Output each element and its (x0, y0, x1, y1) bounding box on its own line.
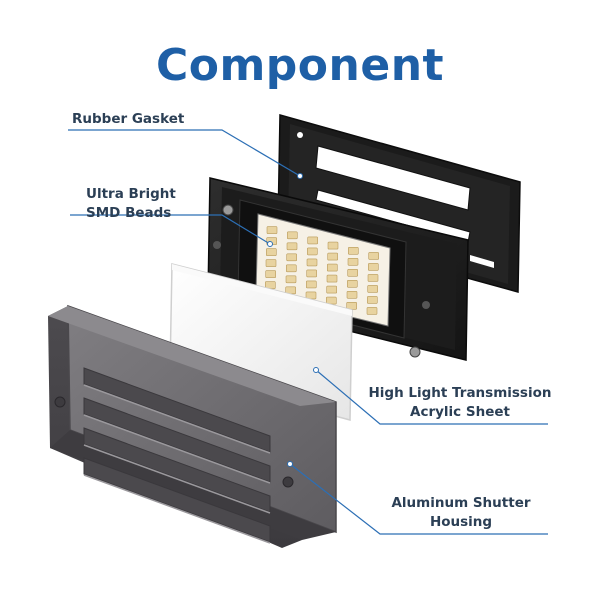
smd-bead (305, 291, 317, 300)
louver-highlight (83, 444, 271, 514)
housing-louver (83, 427, 271, 513)
label-acrylic-line2: Acrylic Sheet (410, 404, 510, 420)
leader-line-smd (70, 214, 271, 245)
smd-bead (265, 248, 277, 256)
smd-bead (367, 274, 379, 282)
label-rubber-gasket-text: Rubber Gasket (72, 111, 185, 127)
housing-louver (83, 457, 271, 543)
leader-line-gasket (68, 129, 301, 177)
smd-bead (367, 263, 379, 271)
smd-bead (326, 263, 338, 272)
smd-bead (265, 270, 277, 278)
leader-line-housing (289, 463, 548, 535)
housing-louver (83, 397, 271, 483)
label-housing-line1: Aluminum Shutter (391, 495, 531, 511)
smd-bead (285, 275, 297, 284)
page-title: Component (155, 40, 445, 91)
leader-line-acrylic (315, 369, 548, 425)
smd-bead (285, 264, 297, 273)
smd-bead (306, 247, 318, 256)
leader-lines (68, 129, 548, 535)
smd-bead (346, 301, 358, 310)
leader-dots (267, 173, 319, 467)
housing-louvers (83, 367, 271, 544)
label-housing-line2: Housing (429, 514, 493, 530)
louver-highlight (83, 384, 271, 454)
smd-bead (367, 285, 379, 293)
label-aluminum-housing: Aluminum Shutter Housing (376, 494, 546, 532)
smd-bead (286, 242, 298, 251)
aluminum-shutter-housing (48, 304, 337, 548)
smd-bead (266, 226, 278, 234)
label-smd-beads-line2: SMD Beads (86, 205, 172, 221)
smd-bead (347, 247, 359, 255)
smd-bead (326, 274, 338, 283)
louver-highlight (83, 414, 271, 484)
smd-bead (346, 290, 358, 299)
housing-louver (83, 367, 271, 453)
smd-bead (306, 258, 318, 267)
smd-bead (305, 280, 317, 289)
label-rubber-gasket: Rubber Gasket (72, 110, 184, 129)
smd-bead (366, 307, 378, 315)
smd-bead (368, 252, 380, 260)
smd-bead (307, 236, 319, 245)
smd-bead (347, 268, 359, 277)
smd-bead (327, 252, 339, 261)
smd-bead (286, 231, 298, 240)
smd-bead (265, 259, 277, 267)
label-smd-beads-line1: Ultra Bright (86, 186, 176, 202)
smd-bead (347, 257, 359, 266)
louver-highlight (83, 474, 271, 544)
smd-bead (286, 253, 298, 262)
label-smd-beads: Ultra Bright SMD Beads (86, 185, 176, 223)
label-acrylic-sheet: High Light Transmission Acrylic Sheet (364, 384, 556, 422)
label-acrylic-line1: High Light Transmission (368, 385, 552, 401)
smd-bead (327, 241, 339, 250)
smd-bead (346, 279, 358, 288)
smd-bead (306, 269, 318, 278)
smd-bead (366, 296, 378, 304)
smd-bead (326, 285, 338, 294)
